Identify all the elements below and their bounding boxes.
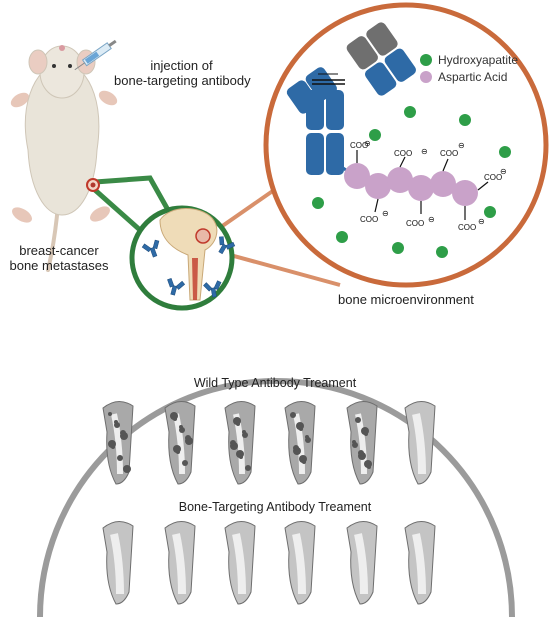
injection-label-line1: injection of <box>150 58 213 73</box>
ct-bone-damaged <box>164 401 196 485</box>
legend-label-aspartic-acid: Aspartic Acid <box>438 70 508 84</box>
hydroxyapatite-particles <box>312 106 511 258</box>
microenvironment-label: bone microenvironment <box>338 292 474 307</box>
charge-label: ⊖ <box>500 167 507 176</box>
carboxyl-label: COO <box>458 223 476 232</box>
ct-bone-intact <box>284 521 316 605</box>
femur-illustration <box>159 208 218 301</box>
ct-bone-intact <box>404 401 436 485</box>
syringe-icon <box>74 39 117 71</box>
microenvironment-circle <box>263 2 549 288</box>
ct-panel-ring <box>37 378 515 617</box>
aspartic-acid-chain <box>339 150 489 220</box>
wild-type-heading: Wild Type Antibody Treament <box>193 376 357 390</box>
wild-type-ct-row <box>102 401 436 485</box>
connector-mouse-to-bone <box>94 175 171 212</box>
charge-label: ⊖ <box>382 209 389 218</box>
legend-label-hydroxyapatite: Hydroxyapatite <box>438 53 519 67</box>
carboxyl-label: COO <box>360 215 378 224</box>
ct-bone-intact <box>164 521 196 605</box>
injection-label-line2: bone-targeting antibody <box>114 73 251 88</box>
legend-hydroxyapatite: Hydroxyapatite <box>420 53 518 67</box>
carboxyl-label: COO <box>440 149 458 158</box>
ct-bone-intact <box>346 521 378 605</box>
carboxyl-label: COO <box>406 219 424 228</box>
antibody-small-icons <box>141 236 236 298</box>
metastases-label-line1: breast-cancer <box>19 243 99 258</box>
carboxyl-label: COO <box>484 173 502 182</box>
ct-bone-damaged <box>224 401 256 485</box>
ct-bone-intact <box>404 521 436 605</box>
bone-targeting-heading: Bone-Targeting Antibody Treament <box>178 500 372 514</box>
legend-aspartic-acid: Aspartic Acid <box>420 70 507 84</box>
ct-bone-intact <box>224 521 256 605</box>
carboxyl-label: COO <box>350 141 368 150</box>
legend-swatch-hydroxyapatite <box>420 54 432 66</box>
mouse-illustration <box>10 45 118 272</box>
charge-label: ⊖ <box>478 217 485 226</box>
antibody-large-icon <box>286 22 416 175</box>
metastases-label: breast-cancer bone metastases <box>4 243 114 273</box>
charge-label: ⊖ <box>364 139 371 148</box>
charge-label: ⊖ <box>421 147 428 156</box>
ct-bone-damaged <box>284 401 316 485</box>
bone-targeting-ct-row <box>102 521 436 605</box>
ct-bone-damaged <box>346 401 378 485</box>
connector-mouse-to-bone-lower <box>93 188 142 232</box>
injection-label: injection of bone-targeting antibody <box>114 58 251 88</box>
charge-label: ⊖ <box>428 215 435 224</box>
carboxyl-labels: COO ⊖ COO ⊖ COO ⊖ COO ⊖ COO ⊖ COO ⊖ COO … <box>350 139 507 232</box>
charge-label: ⊖ <box>458 141 465 150</box>
carboxyl-label: COO <box>394 149 412 158</box>
ct-bone-intact <box>102 521 134 605</box>
metastases-label-line2: bone metastases <box>9 258 109 273</box>
ct-bone-damaged <box>102 401 134 485</box>
legend-swatch-aspartic-acid <box>420 71 432 83</box>
